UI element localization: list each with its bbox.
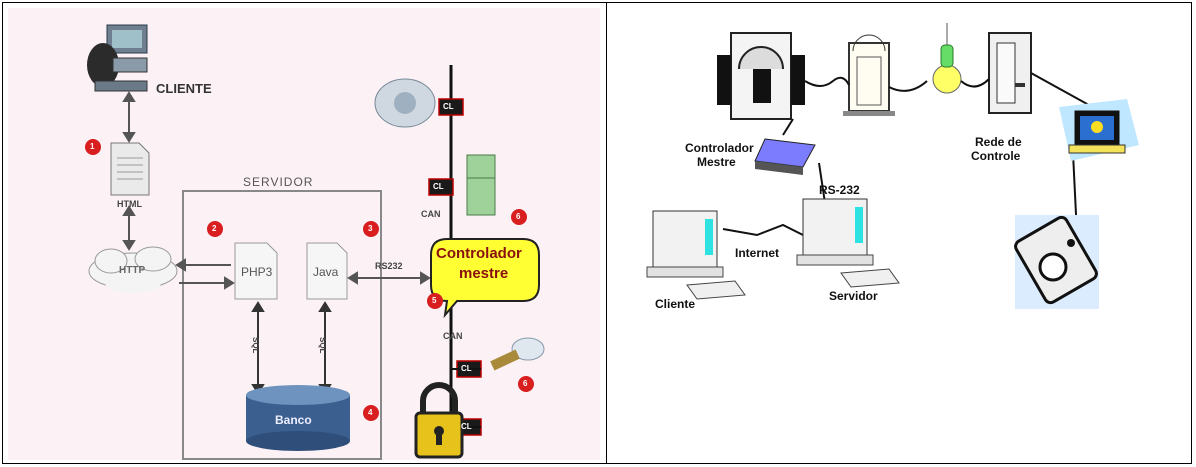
step-label-6a: 6 — [516, 212, 521, 221]
server-box — [182, 190, 382, 460]
java-label: Java — [313, 265, 339, 279]
step-marker-3 — [363, 221, 379, 237]
padlock-icon — [414, 382, 464, 459]
step-markers — [85, 139, 534, 421]
lamp-icon — [490, 337, 545, 371]
step-marker-5 — [427, 293, 443, 309]
cl-label-1: CL — [443, 102, 454, 111]
right-diagram: Controlador Mestre RS-232 Internet Clien… — [607, 3, 1191, 463]
master-controller-label-line1: Controlador — [685, 141, 754, 155]
lightbulb-icon — [932, 23, 962, 94]
left-diagram-canvas — [8, 8, 600, 460]
client-computer-icon — [646, 210, 746, 300]
master-controller-icon — [754, 138, 816, 175]
master-controller-label-line2: Mestre — [697, 155, 736, 169]
html-document-icon — [110, 142, 150, 196]
left-diagram: CLIENTE HTML HTTP SERVIDOR PHP3 Java RS2… — [3, 3, 605, 463]
internet-label: Internet — [735, 246, 780, 260]
php3-document-icon — [234, 242, 278, 300]
java-controller-arrows — [347, 271, 431, 285]
rs232-label: RS-232 — [819, 183, 860, 197]
control-network-label-line2: Controle — [971, 149, 1021, 163]
step-label-2: 2 — [212, 224, 217, 233]
client-label: Cliente — [655, 297, 696, 311]
refrigerator-icon — [466, 154, 496, 216]
monitor-display-icon — [1059, 99, 1139, 161]
network-wires — [722, 162, 826, 237]
server-title: SERVIDOR — [243, 175, 314, 189]
control-cabinet-icon — [988, 32, 1032, 114]
step-label-4: 4 — [368, 408, 373, 417]
php3-label: PHP3 — [241, 265, 273, 279]
can-label-upper: CAN — [421, 209, 441, 219]
server-label: Servidor — [829, 289, 878, 303]
controller-label-line1: Controlador — [436, 245, 522, 262]
speaker-icon — [1014, 215, 1099, 309]
control-network-label-line1: Rede de — [975, 135, 1022, 149]
server-computer-icon — [796, 198, 900, 288]
http-label: HTTP — [119, 265, 146, 276]
step-label-1: 1 — [90, 142, 95, 151]
cl-label-3: CL — [461, 364, 472, 373]
controller-label-line2: mestre — [459, 265, 509, 282]
client-arrows — [122, 91, 136, 251]
table-divider — [606, 2, 607, 464]
right-diagram-canvas — [646, 23, 1139, 309]
door-icon — [843, 34, 895, 116]
fan-device-icon — [374, 78, 436, 128]
client-computer-icon — [87, 24, 148, 92]
step-label-3: 3 — [368, 224, 373, 233]
step-marker-2 — [207, 221, 223, 237]
database-cylinder-icon — [246, 385, 350, 451]
step-marker-6a — [511, 209, 527, 225]
rs232-label: RS232 — [375, 261, 403, 271]
can-label-lower: CAN — [443, 331, 463, 341]
sql-label-left: SQL — [251, 337, 260, 354]
java-document-icon — [306, 242, 348, 300]
http-cloud-icon — [88, 246, 178, 293]
html-label: HTML — [117, 199, 142, 209]
cl-label-4: CL — [461, 422, 472, 431]
step-marker-6b — [518, 376, 534, 392]
database-label: Banco — [275, 413, 312, 427]
http-php-arrows — [175, 258, 235, 290]
step-label-5: 5 — [432, 296, 437, 305]
step-marker-1 — [85, 139, 101, 155]
cl-label-2: CL — [433, 182, 444, 191]
step-marker-4 — [363, 405, 379, 421]
sql-label-right: SQL — [318, 337, 327, 354]
step-label-6b: 6 — [523, 379, 528, 388]
window-icon — [717, 32, 805, 120]
client-label: CLIENTE — [156, 81, 212, 96]
